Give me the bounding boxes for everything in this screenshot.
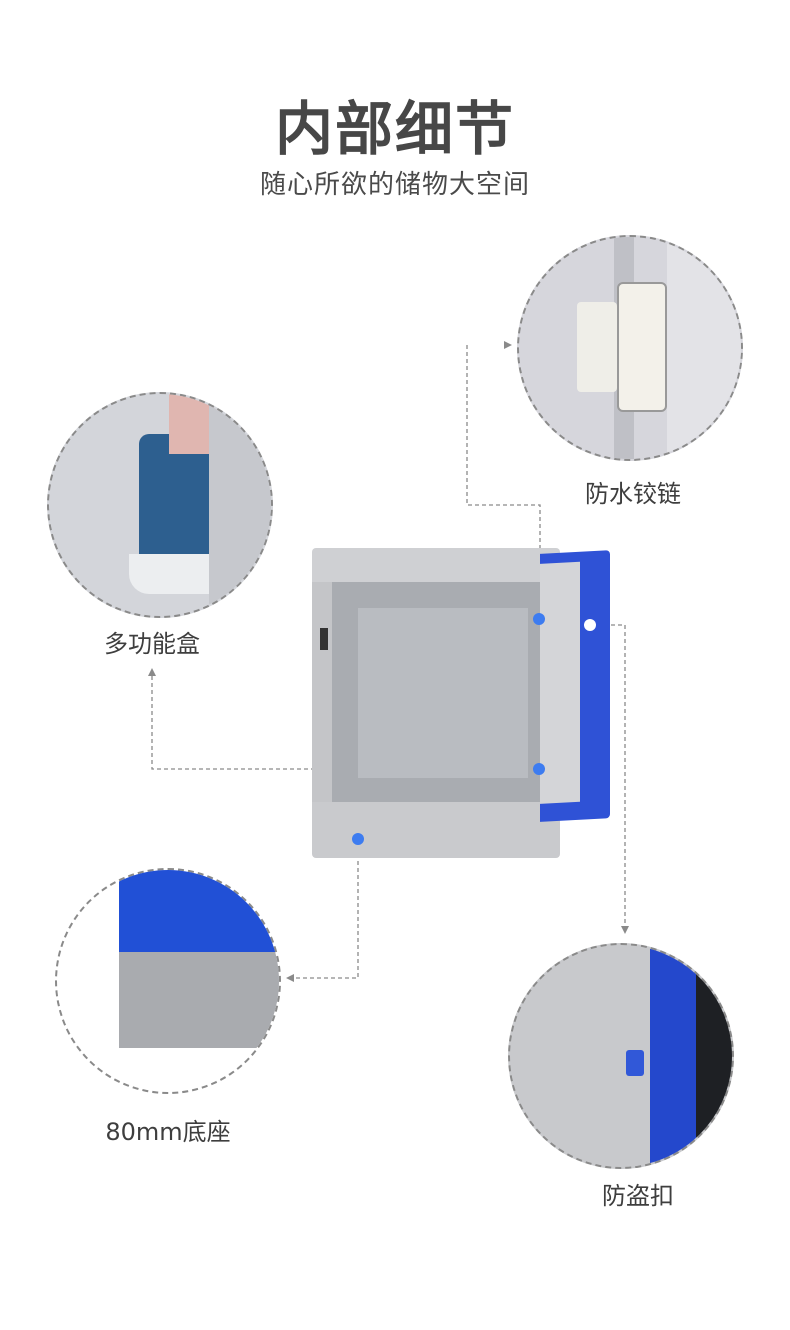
base-callout-line (292, 840, 359, 979)
hinge-marker (533, 613, 545, 625)
lock-latch-detail-image (508, 943, 734, 1169)
latch-callout-line (590, 624, 626, 928)
locker-illustration (312, 548, 560, 858)
feature-label-base: 80mm底座 (105, 1118, 231, 1146)
feature-label-latch: 防盗扣 (602, 1182, 674, 1210)
storage-box-detail-image (47, 392, 273, 618)
base-marker (352, 833, 364, 845)
box-marker (533, 763, 545, 775)
feature-label-box: 多功能盒 (104, 630, 200, 658)
base-detail-image (55, 868, 281, 1094)
page-subtitle: 随心所欲的储物大空间 (259, 170, 530, 200)
page-title: 内部细节 (274, 95, 515, 163)
locker-door (540, 550, 610, 822)
hinge-detail-image (517, 235, 743, 461)
latch-marker (584, 619, 596, 631)
feature-label-hinge: 防水铰链 (585, 480, 681, 508)
